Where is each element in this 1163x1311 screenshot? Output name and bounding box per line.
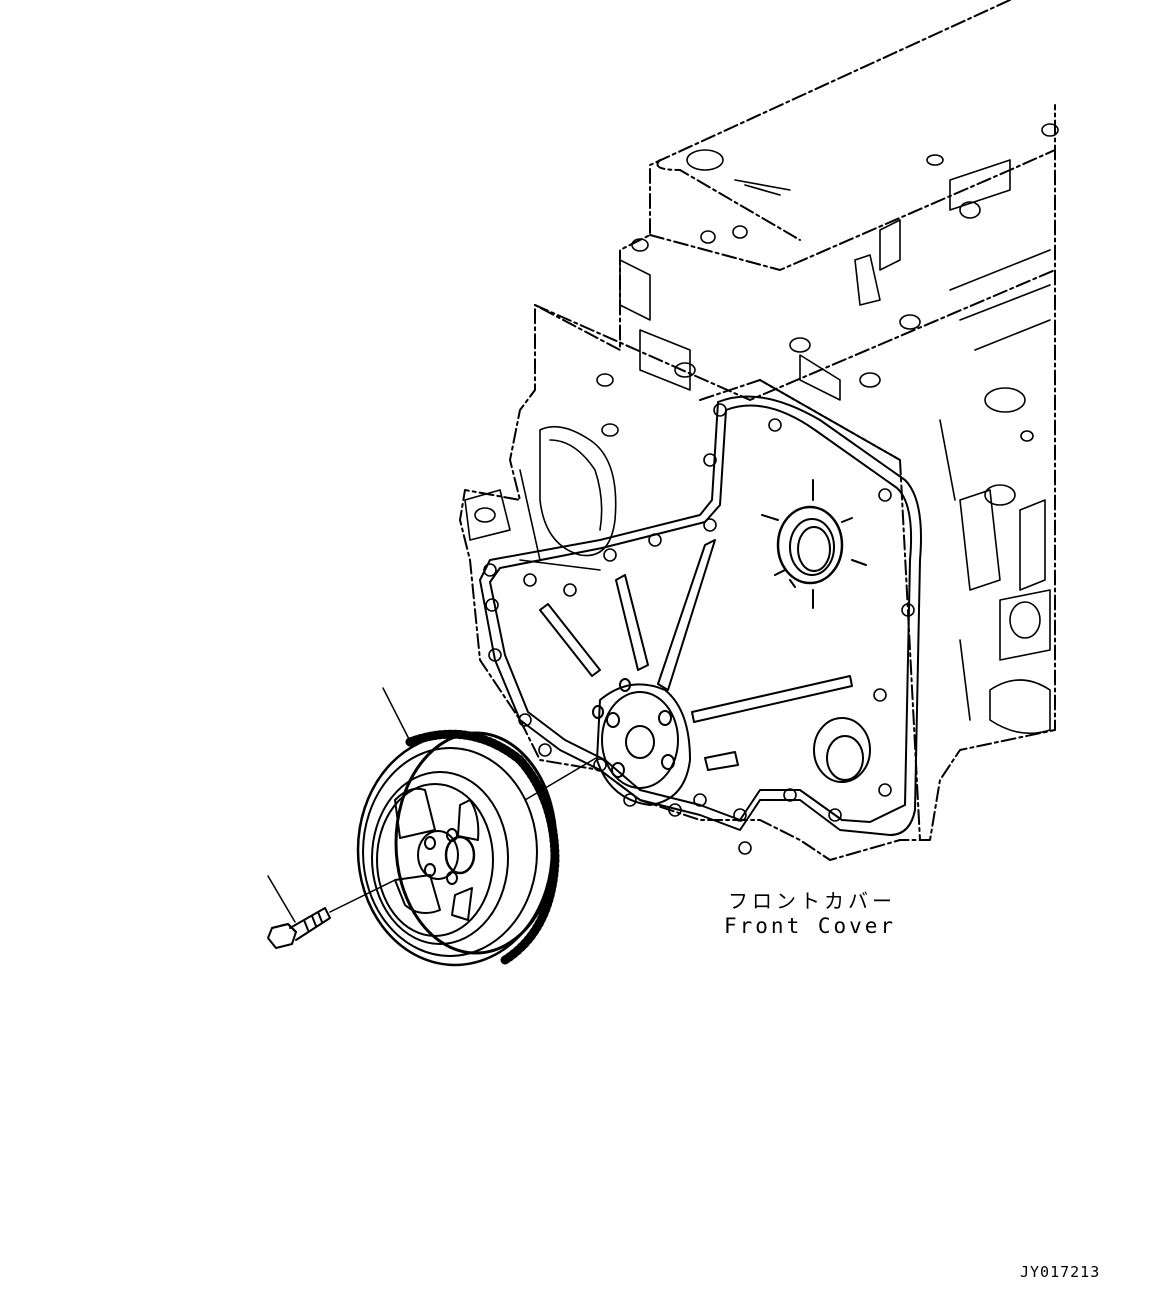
bolt-head	[603, 548, 617, 562]
bolt-head	[538, 743, 552, 757]
front-cover-label-en: Front Cover	[724, 914, 897, 938]
bolt-head	[693, 793, 707, 807]
pulley-bolt	[267, 907, 331, 949]
bolt-head	[733, 808, 747, 822]
bolt-head	[828, 808, 842, 822]
bolt-head	[488, 648, 502, 662]
bolt-head	[593, 758, 607, 772]
bolt-head	[563, 583, 577, 597]
bolt-head	[703, 453, 717, 467]
front-cover	[479, 395, 922, 836]
bolt-head	[523, 573, 537, 587]
crankshaft-hub	[592, 678, 691, 806]
front-cover-label-jp: フロントカバー	[728, 889, 896, 913]
leader-lines	[267, 687, 597, 923]
bolt-head	[518, 713, 532, 727]
bolt-head	[878, 783, 892, 797]
crankshaft-pulley	[356, 729, 560, 967]
bolt-head	[703, 518, 717, 532]
bolt-head	[648, 533, 662, 547]
cover-bolts	[483, 403, 915, 855]
bolt-head	[668, 803, 682, 817]
engine-block-outline	[459, 0, 1056, 861]
bolt-head	[738, 841, 752, 855]
bolt-head	[483, 563, 497, 577]
bolt-head	[873, 688, 887, 702]
bolt-head	[768, 418, 782, 432]
drawing-code: JY017213	[1020, 1263, 1101, 1281]
bolt-head	[713, 403, 727, 417]
bolt-head	[901, 603, 915, 617]
bolt-head	[623, 793, 637, 807]
engine-block-details	[464, 123, 1059, 735]
bolt-head	[878, 488, 892, 502]
bolt-head	[485, 598, 499, 612]
bolt-head	[783, 788, 797, 802]
